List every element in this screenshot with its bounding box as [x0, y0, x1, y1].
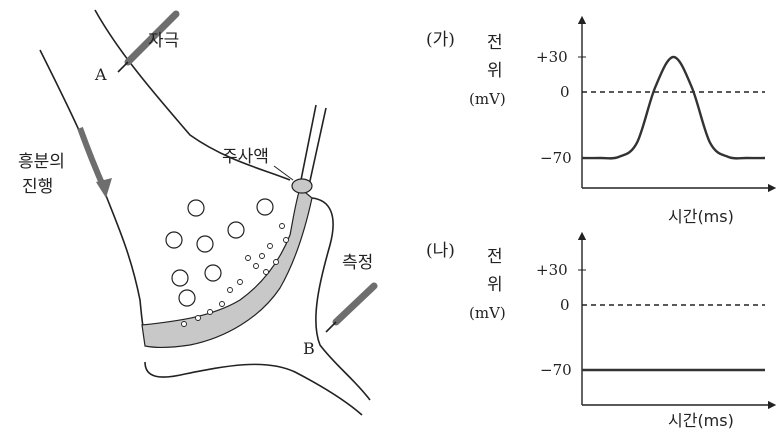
graph-na-tick-0: 0 — [560, 296, 570, 314]
graph-ga-ylabel-2: 위 — [487, 61, 503, 81]
graph-ga-unit: (mV) — [469, 90, 506, 108]
graph-na: (나) 전 위 (mV) +30 0 −70 시간(ms) — [426, 236, 772, 430]
impulse-direction-arrow — [80, 128, 104, 188]
measurement-label: 측정 — [342, 253, 373, 273]
graph-ga-tick-30: +30 — [536, 48, 568, 66]
graph-ga-tick-0: 0 — [560, 83, 570, 101]
point-a-label: A — [94, 65, 107, 84]
graph-ga-xlabel: 시간(ms) — [668, 207, 734, 226]
injection-site — [292, 179, 312, 193]
terminal-membrane — [142, 188, 312, 347]
graph-na-tag: (나) — [426, 241, 455, 261]
propagation-label-line2: 진행 — [22, 177, 53, 197]
graph-ga: (가) 전 위 (mV) +30 0 −70 시간(ms) — [426, 20, 772, 226]
postsynaptic-neuron-lower — [145, 362, 362, 415]
graph-ga-ylabel-1: 전 — [487, 33, 503, 53]
graph-ga-series-line — [582, 57, 765, 158]
graph-na-ylabel-2: 위 — [487, 275, 503, 295]
graph-na-unit: (mV) — [469, 304, 506, 322]
measurement-electrode-icon — [336, 286, 374, 322]
graph-ga-tick-neg70: −70 — [540, 149, 572, 167]
axon-left-outline — [40, 50, 148, 342]
graph-na-ylabel-1: 전 — [487, 247, 503, 267]
stimulus-label: 자극 — [148, 31, 179, 51]
graph-ga-tag: (가) — [426, 30, 455, 50]
propagation-label-line1: 흥분의 — [18, 152, 65, 172]
point-b-label: B — [303, 339, 315, 358]
injection-label: 주사액 — [222, 147, 269, 167]
graph-na-tick-neg70: −70 — [540, 361, 572, 379]
synapse-diagram: A 자극 흥분의 진행 주사액 B 측정 — [18, 10, 374, 415]
graph-na-tick-30: +30 — [536, 261, 568, 279]
graph-na-xlabel: 시간(ms) — [668, 411, 734, 430]
